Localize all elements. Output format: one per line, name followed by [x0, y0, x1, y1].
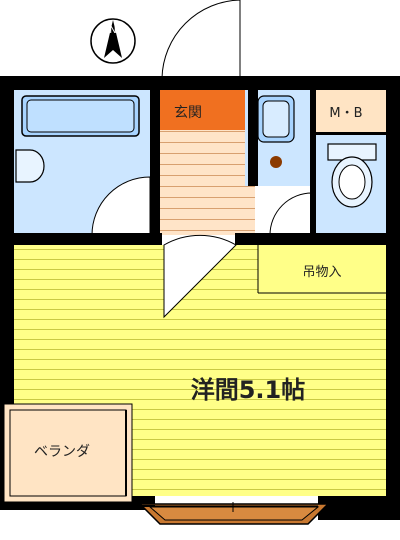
- north-arrow-icon: N: [90, 18, 136, 64]
- entrance-area: [160, 90, 245, 130]
- hallway-door-swing: [269, 192, 313, 236]
- svg-text:N: N: [109, 25, 116, 36]
- main-room-door-swing: [163, 234, 237, 319]
- entrance-door-swing: [161, 0, 241, 79]
- bathtub: [21, 95, 140, 137]
- hallway-floor: [160, 130, 255, 235]
- kitchen-sink: [257, 95, 295, 143]
- toilet-icon: [327, 143, 377, 208]
- bay-window: [138, 502, 330, 525]
- bathroom-door-swing: [91, 176, 151, 236]
- closet: [257, 245, 386, 294]
- mb-label: M・B: [329, 106, 362, 121]
- balcony-label: ベランダ: [34, 444, 90, 460]
- closet-label: 吊物入: [302, 265, 341, 280]
- main-room-label: 洋間5.1帖: [191, 376, 306, 404]
- balcony: [3, 403, 133, 503]
- outer-walls: [0, 76, 400, 520]
- entrance-label: 玄関: [174, 104, 202, 121]
- washbasin-bath: [15, 149, 45, 183]
- mb-area: [316, 90, 386, 132]
- stove-icon: [270, 156, 282, 168]
